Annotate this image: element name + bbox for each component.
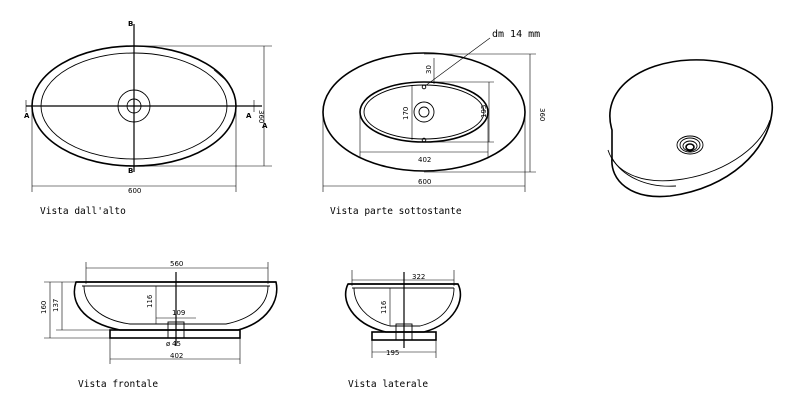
bottom-view-drain-note: dm 14 mm	[492, 29, 540, 40]
perspective-drain-ring-1	[676, 135, 704, 155]
front-view-height-total-label: 160	[40, 301, 48, 314]
perspective-rim-edge	[607, 119, 771, 182]
side-view: 322 116 195 Vista laterale	[344, 270, 462, 390]
side-view-label: Vista laterale	[348, 379, 428, 390]
bottom-view-inner-foot-2	[363, 84, 485, 140]
bottom-view: dm 14 mm 170 30 195 402 360 600 Vista pa…	[322, 29, 546, 217]
bottom-view-inner-foot	[359, 81, 489, 143]
side-view-top-width-label: 322	[412, 273, 425, 281]
perspective-outer-shell	[609, 59, 773, 198]
front-view-base-width-label: 402	[170, 352, 183, 360]
side-view-inner-bowl	[353, 287, 455, 327]
bottom-view-label: Vista parte sottostante	[330, 206, 462, 217]
top-view-section-a-far: A	[262, 122, 268, 130]
front-view-foot	[109, 329, 241, 339]
bottom-view-depth-label: 360	[538, 108, 546, 121]
bottom-view-offset-label: 30	[425, 65, 433, 74]
perspective-view	[607, 59, 773, 198]
top-view-label: Vista dall'alto	[40, 206, 126, 217]
front-view-inner-bowl	[83, 285, 269, 325]
bottom-view-drain-inner	[418, 106, 430, 118]
side-view-base-width-label: 195	[386, 349, 399, 357]
front-view-drain-width-label: 109	[172, 309, 185, 317]
top-view-section-a-right: A	[246, 112, 252, 120]
front-view-top-width-label: 560	[170, 260, 183, 268]
top-view-section-b-bottom: B	[128, 167, 133, 175]
bottom-view-outer-rim	[322, 52, 526, 172]
top-view-rim-tick	[213, 69, 229, 83]
bottom-view-inner-depth-label: 195	[480, 105, 488, 118]
side-view-bowl	[344, 283, 462, 333]
top-view-depth-label: 360	[257, 110, 265, 123]
front-view-label: Vista frontale	[78, 379, 158, 390]
top-view: A A A B B 600 360 Vista dall'alto	[24, 20, 272, 217]
perspective-drain-ring-2	[679, 137, 701, 153]
bottom-view-inner-depth2-label: 170	[402, 107, 410, 120]
front-view-height-inner-label: 137	[52, 299, 60, 312]
bottom-view-vent-top	[421, 84, 427, 90]
front-view-drain-hole-label: 45	[172, 340, 181, 348]
perspective-drain-ring-3	[682, 140, 698, 152]
perspective-base-edge	[611, 157, 677, 187]
front-view-drain-symbol: ø	[166, 340, 171, 348]
bottom-view-inner-width-label: 402	[418, 156, 431, 164]
top-view-width-label: 600	[128, 187, 141, 195]
perspective-drain-hole	[685, 143, 695, 151]
bottom-view-drain-outer	[413, 101, 435, 123]
front-view-bowl-depth-label: 116	[146, 294, 154, 308]
top-view-section-b-top: B	[128, 20, 133, 28]
front-view: 560 116 109 ø 45 402 160 137 Vista front…	[40, 260, 278, 390]
front-view-drain	[167, 321, 185, 339]
top-view-section-a-left: A	[24, 112, 30, 120]
bottom-view-leader	[424, 37, 491, 87]
bottom-view-width-label: 600	[418, 178, 431, 186]
side-view-bowl-depth-label: 116	[380, 300, 388, 314]
